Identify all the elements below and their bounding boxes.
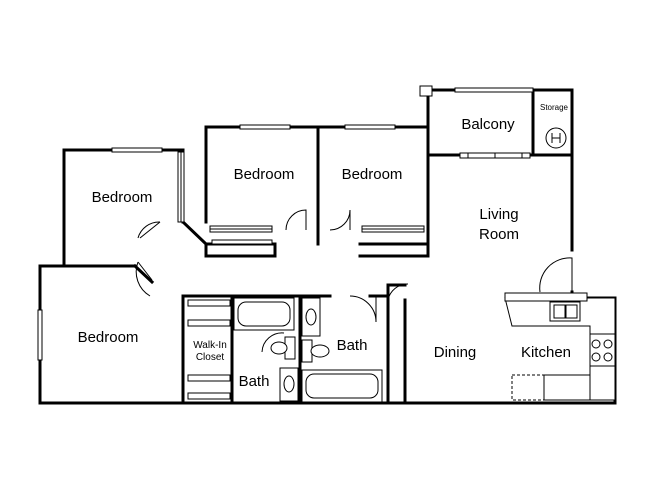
bath-right-label: Bath (337, 337, 368, 354)
walkin-closet-label-line2: Closet (196, 352, 225, 363)
bedroom-left-label: Bedroom (92, 189, 153, 206)
storage-label: Storage (540, 103, 569, 112)
bedroom-lower-label: Bedroom (78, 329, 139, 346)
kitchen-fixtures (504, 292, 616, 401)
bath-left-label: Bath (239, 373, 270, 390)
kitchen-label: Kitchen (521, 344, 571, 361)
dining-label: Dining (434, 344, 477, 361)
walkin-closet-label-line1: Walk-In (193, 340, 227, 351)
windows (37, 85, 534, 361)
living-room-label-line2: Room (479, 226, 519, 243)
closet-shelves (177, 151, 425, 400)
water-heater (545, 127, 567, 149)
living-room-label-line1: Living (479, 206, 518, 223)
bedroom-mid-label: Bedroom (234, 166, 295, 183)
bath-fixtures (233, 297, 383, 403)
balcony-label: Balcony (461, 116, 515, 133)
doors (135, 209, 573, 353)
room-labels: Bedroom Bedroom Bedroom Bedroom Living R… (78, 103, 571, 390)
bedroom-right-label: Bedroom (342, 166, 403, 183)
